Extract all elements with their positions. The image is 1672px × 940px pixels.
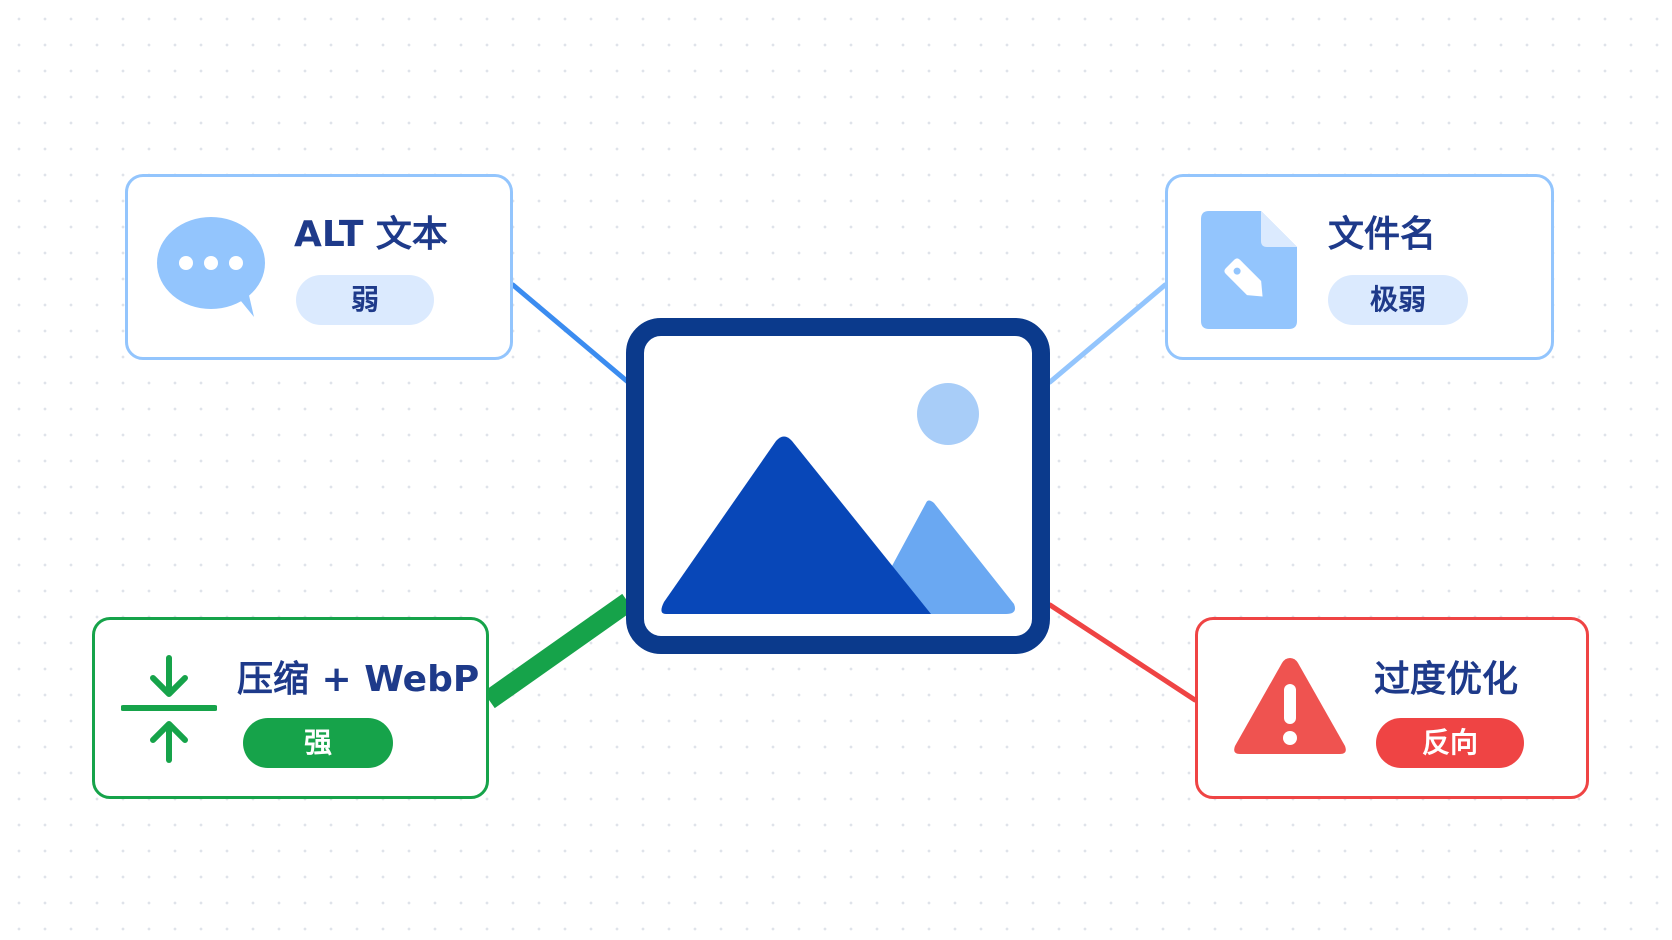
card-compression: 压缩 + WebP 强 <box>92 617 489 799</box>
connector-compression <box>483 593 634 709</box>
large-mountain <box>661 436 931 614</box>
level-badge: 强 <box>243 718 393 768</box>
file-tag-icon <box>1201 211 1297 329</box>
level-badge: 反向 <box>1376 718 1524 768</box>
connector-over-optimization <box>1047 602 1198 703</box>
card-filename: 文件名 极弱 <box>1165 174 1554 360</box>
warning-triangle-icon <box>1234 658 1346 754</box>
connector-alt-text <box>510 282 631 385</box>
compress-arrows-icon <box>121 655 217 763</box>
card-over-optimization: 过度优化 反向 <box>1195 617 1589 799</box>
connector-filename <box>1047 282 1168 385</box>
image-landscape-icon <box>626 318 1050 654</box>
sun-circle <box>917 383 979 445</box>
speech-bubble-icon <box>157 217 265 317</box>
card-title: 过度优化 <box>1374 659 1519 700</box>
card-title: ALT 文本 <box>294 214 448 255</box>
level-badge: 极弱 <box>1328 275 1468 325</box>
card-title: 文件名 <box>1328 214 1437 255</box>
card-alt-text: ALT 文本 弱 <box>125 174 513 360</box>
level-badge: 弱 <box>296 275 434 325</box>
card-title: 压缩 + WebP <box>237 659 480 700</box>
